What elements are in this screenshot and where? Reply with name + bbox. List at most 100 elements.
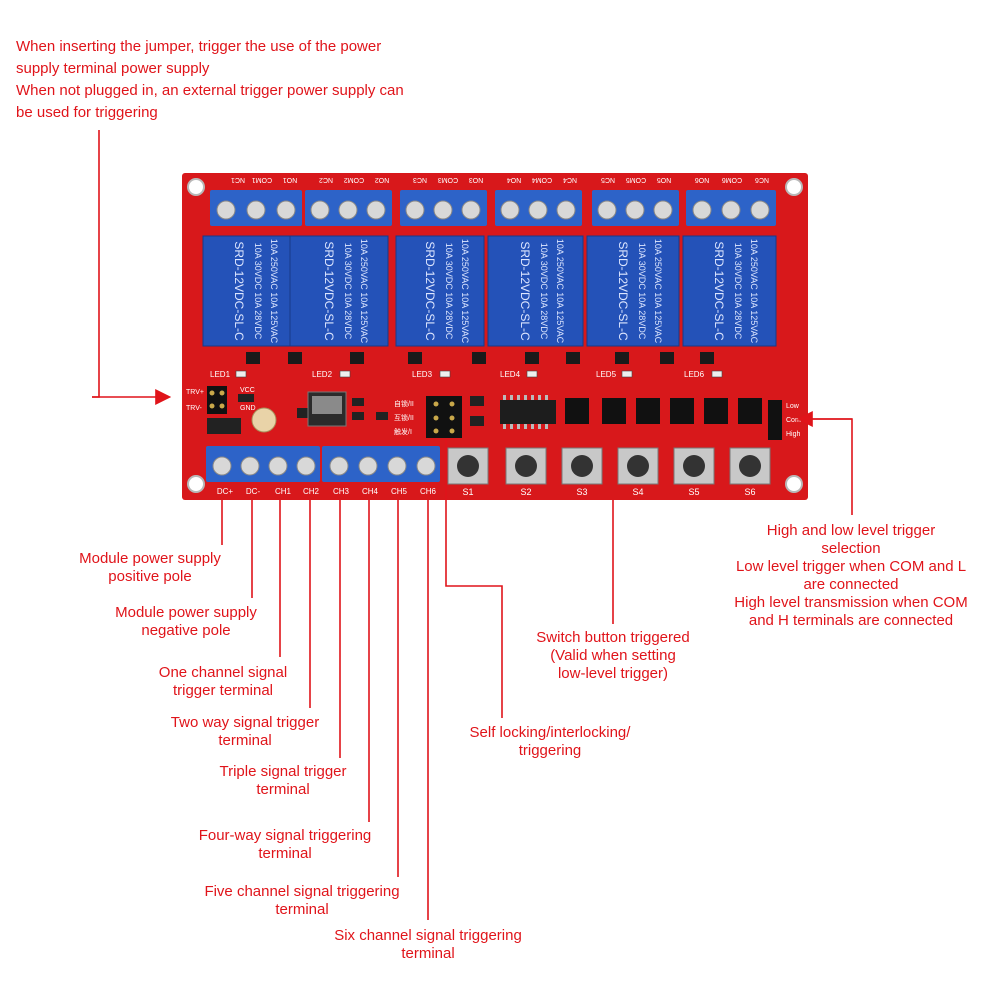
label-nc4: NC4 [563,176,577,183]
label-com2: COM2 [344,176,364,183]
svg-text:10A 30VDC 10A 28VDC: 10A 30VDC 10A 28VDC [539,243,549,340]
label-s2: S2 [520,487,531,497]
svg-text:SRD-12VDC-SL-C: SRD-12VDC-SL-C [712,241,726,341]
label-ch4: CH4 [362,487,379,496]
svg-text:SRD-12VDC-SL-C: SRD-12VDC-SL-C [616,241,630,341]
label-com1: COM1 [252,176,272,183]
label-ch2: CH2 [303,487,320,496]
svg-text:SRD-12VDC-SL-C: SRD-12VDC-SL-C [518,241,532,341]
leader-jumper [92,130,100,398]
svg-text:SRD-12VDC-SL-C: SRD-12VDC-SL-C [423,241,437,341]
label-s4: S4 [632,487,643,497]
svg-text:SRD-12VDC-SL-C: SRD-12VDC-SL-C [232,241,246,341]
trv-plus-label: TRV+ [186,389,204,396]
label-ch1: CH1 [275,487,292,496]
label-no6: NO6 [695,176,710,183]
label-dc-minus: DC- [246,487,261,496]
trv-jumper [207,386,227,414]
label-no5: NO5 [657,176,672,183]
mode-label-selflock: 自锁/II [394,399,414,408]
label-s5: S5 [688,487,699,497]
trv-minus-label: TRV- [186,405,202,412]
leader-level [808,418,853,515]
label-ch3: CH3 [333,487,350,496]
led3-label: LED3 [412,370,433,379]
label-com5: COM5 [626,176,646,183]
relays: 10A 250VAC 10A 125VAC 10A 30VDC 10A 28VDC… [202,235,777,347]
level-com-label: Com [786,417,801,424]
label-nc2: NC2 [319,176,333,183]
led2-label: LED2 [312,370,333,379]
svg-text:10A 30VDC 10A 28VDC: 10A 30VDC 10A 28VDC [444,243,454,340]
label-nc3: NC3 [413,176,427,183]
note-level-select: High and low level trigger selection Low… [734,522,968,629]
label-s3: S3 [576,487,587,497]
label-nc6: NC6 [755,176,769,183]
capacitor [251,407,277,433]
note-self-lock: Self locking/interlocking/triggering [469,724,631,759]
svg-text:SRD-12VDC-SL-C: SRD-12VDC-SL-C [322,241,336,341]
relay-5: 10A 250VAC 10A 125VAC 10A 30VDC 10A 28VDC… [586,235,680,347]
label-ch6: CH6 [420,487,437,496]
top-terminal-blocks [210,190,776,226]
leader-self-lock [445,440,503,718]
label-s1: S1 [462,487,473,497]
label-no1: NO1 [283,176,298,183]
svg-text:10A 250VAC 10A 125VAC: 10A 250VAC 10A 125VAC [460,239,470,344]
svg-text:10A 250VAC 10A 125VAC: 10A 250VAC 10A 125VAC [359,239,369,344]
svg-text:10A 250VAC 10A 125VAC: 10A 250VAC 10A 125VAC [653,239,663,344]
mode-label-trigger: 触发/I [394,427,412,436]
svg-text:10A 30VDC 10A 28VDC: 10A 30VDC 10A 28VDC [343,243,353,340]
level-low-label: Low [786,403,800,410]
svg-text:10A 30VDC 10A 28VDC: 10A 30VDC 10A 28VDC [253,243,263,340]
led1-label: LED1 [210,370,231,379]
note-switch-button: Switch button triggered (Valid when sett… [536,629,690,682]
vcc-label: VCC [240,387,255,394]
label-no3: NO3 [469,176,484,183]
bottom-terminal-labels: DC+ DC- CH1 CH2 CH3 CH4 CH5 CH6 [217,487,437,496]
gnd-label: GND [240,405,256,412]
relay-6: 10A 250VAC 10A 125VAC 10A 30VDC 10A 28VDC… [682,235,777,347]
svg-text:10A 30VDC 10A 28VDC: 10A 30VDC 10A 28VDC [637,243,647,340]
transistors [246,352,714,364]
label-nc1: NC1 [231,176,245,183]
svg-text:10A 250VAC 10A 125VAC: 10A 250VAC 10A 125VAC [749,239,759,344]
led5-label: LED5 [596,370,617,379]
leader-lines [92,130,853,920]
label-dc-plus: DC+ [217,487,234,496]
jumper-header-small [238,394,254,402]
led6-label: LED6 [684,370,705,379]
led-labels: LED1 LED2 LED3 LED4 LED5 LED6 [210,370,705,379]
level-high-label: High [786,431,801,438]
bottom-terminal-blocks [206,446,440,482]
label-ch5: CH5 [391,487,408,496]
relay-2: 10A 250VAC 10A 125VAC 10A 30VDC 10A 28VDC… [289,235,389,347]
label-no2: NO2 [375,176,390,183]
mode-label-interlock: 互锁/II [394,413,414,422]
logic-ic [500,400,556,424]
mounting-hole [187,178,803,493]
label-s6: S6 [744,487,755,497]
relay-4: 10A 250VAC 10A 125VAC 10A 30VDC 10A 28VDC… [487,235,584,347]
mode-jumper [426,396,462,438]
level-select-jumper [768,400,782,440]
svg-text:10A 250VAC 10A 125VAC: 10A 250VAC 10A 125VAC [555,239,565,344]
relay-board: NC1 COM1 NO1 NC2 COM2 NO2 NC3 COM3 NO3 N… [182,173,808,500]
label-com4: COM4 [532,176,552,183]
optocouplers [565,398,762,424]
svg-text:10A 30VDC 10A 28VDC: 10A 30VDC 10A 28VDC [733,243,743,340]
label-no4: NO4 [507,176,522,183]
switch-labels: S1 S2 S3 S4 S5 S6 [462,487,755,497]
top-terminal-labels: NC1 COM1 NO1 NC2 COM2 NO2 NC3 COM3 NO3 N… [231,176,769,183]
led4-label: LED4 [500,370,521,379]
